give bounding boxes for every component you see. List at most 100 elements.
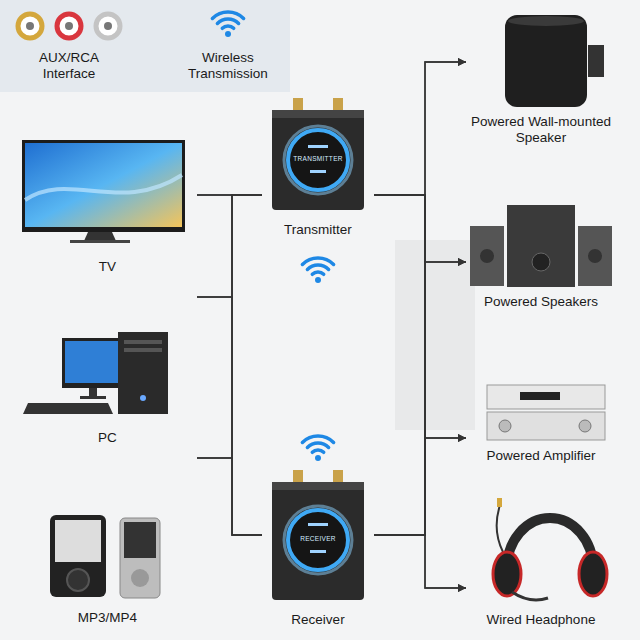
pc-tower: [118, 332, 168, 414]
wifi-arc: [307, 265, 328, 269]
transmitter-illustration: [272, 98, 364, 210]
button-mark: [310, 170, 326, 173]
connector-line: [374, 535, 466, 588]
wifi-arc: [312, 450, 323, 452]
logo-mark: [308, 523, 328, 526]
wifi-arc: [302, 436, 333, 442]
connector-line: [374, 195, 466, 262]
player-body: [120, 518, 160, 598]
device-caption: Powered Speakers: [466, 294, 616, 312]
rca-port-gold: [18, 14, 42, 38]
mp3-illustration: [50, 515, 160, 598]
tv-device: TV: [18, 132, 197, 277]
device-caption: Receiver: [262, 612, 374, 630]
pc-device: PC: [18, 288, 197, 448]
connector-line: [197, 297, 262, 535]
device-caption: PC: [18, 430, 197, 448]
headband: [507, 518, 593, 568]
connector-line: [374, 62, 466, 535]
driver: [588, 249, 602, 263]
player-screen: [55, 520, 101, 562]
receiver-illustration: [272, 470, 364, 600]
wifi-icon: [302, 436, 333, 461]
amplifier-illustration: [487, 385, 605, 440]
transmitter-device: Transmitter TRANSMITTER: [262, 92, 374, 240]
device-caption: Wired Headphone: [466, 612, 616, 630]
cable: [497, 505, 503, 552]
connector-line: [197, 195, 262, 535]
monitor-bezel: [62, 338, 124, 388]
player-screen: [124, 522, 156, 558]
connector-line: [374, 195, 466, 588]
feature-panel: [0, 0, 290, 92]
player-wheel: [131, 569, 149, 587]
pc-illustration: [23, 332, 168, 414]
receiver-device: Receiver RECEIVER: [262, 455, 374, 630]
device-face-text: RECEIVER: [262, 536, 374, 543]
wifi-icon: [302, 258, 333, 283]
connector-line: [197, 195, 262, 297]
player-wheel: [67, 569, 89, 591]
rca-port-red: [57, 14, 81, 38]
output-device: Powered Speakers: [466, 196, 616, 312]
device-caption: Powered Wall-mounted Speaker: [466, 114, 616, 148]
rca-ports-icon: [18, 14, 120, 38]
rca-jack: [333, 470, 343, 484]
tv-base: [70, 240, 130, 243]
button-mark: [310, 550, 326, 553]
rca-jack: [293, 470, 303, 484]
wall-speaker-illustration: [505, 15, 604, 107]
feature-label: AUX/RCA Interface: [27, 50, 111, 82]
wifi-arc: [302, 258, 333, 264]
drive-bay: [124, 340, 162, 344]
amplifier-unit: [487, 385, 605, 409]
subwoofer: [507, 205, 575, 287]
connector-line: [197, 458, 262, 535]
device-caption: Transmitter: [262, 222, 374, 240]
device-top: [272, 482, 364, 490]
rca-port-white: [96, 14, 120, 38]
knob: [579, 420, 591, 432]
wifi-icon: [212, 12, 243, 37]
tv-swoosh: [25, 175, 182, 200]
connector-line: [197, 195, 262, 458]
tv-illustration: [22, 140, 185, 243]
wifi-dot: [225, 31, 231, 37]
background-speaker: [395, 240, 475, 430]
satellite-speaker: [470, 226, 504, 286]
connector-line: [374, 62, 466, 195]
wall-bracket: [588, 45, 604, 77]
device-caption: MP3/MP4: [18, 610, 197, 628]
headphone-illustration: [493, 498, 607, 600]
rca-pin: [65, 22, 73, 30]
device-top: [272, 110, 364, 118]
device-caption: TV: [18, 259, 197, 277]
rca-jack: [293, 98, 303, 112]
speaker-top: [508, 16, 584, 26]
connector-line: [374, 195, 466, 438]
label-box: Wireless Transmission: [176, 50, 280, 82]
player-body: [50, 515, 106, 597]
satellite-speaker: [578, 226, 612, 286]
wifi-arc: [312, 272, 323, 274]
connector-line: [374, 262, 466, 535]
keyboard: [23, 403, 113, 414]
cable-plug: [497, 498, 502, 507]
ear-cup: [579, 552, 607, 596]
driver: [480, 249, 494, 263]
wifi-arc: [217, 19, 238, 23]
label-box: AUX/RCA Interface: [27, 50, 111, 82]
tv-stand: [84, 232, 116, 241]
monitor-base: [80, 396, 106, 399]
output-device: Powered Wall-mounted Speaker: [466, 2, 616, 148]
output-device: Wired Headphone: [466, 478, 616, 630]
amplifier-display: [520, 392, 560, 400]
knob: [499, 420, 511, 432]
drive-bay: [124, 348, 162, 352]
device-face-text: TRANSMITTER: [262, 156, 374, 163]
ear-cup: [493, 552, 521, 596]
driver: [532, 253, 550, 271]
